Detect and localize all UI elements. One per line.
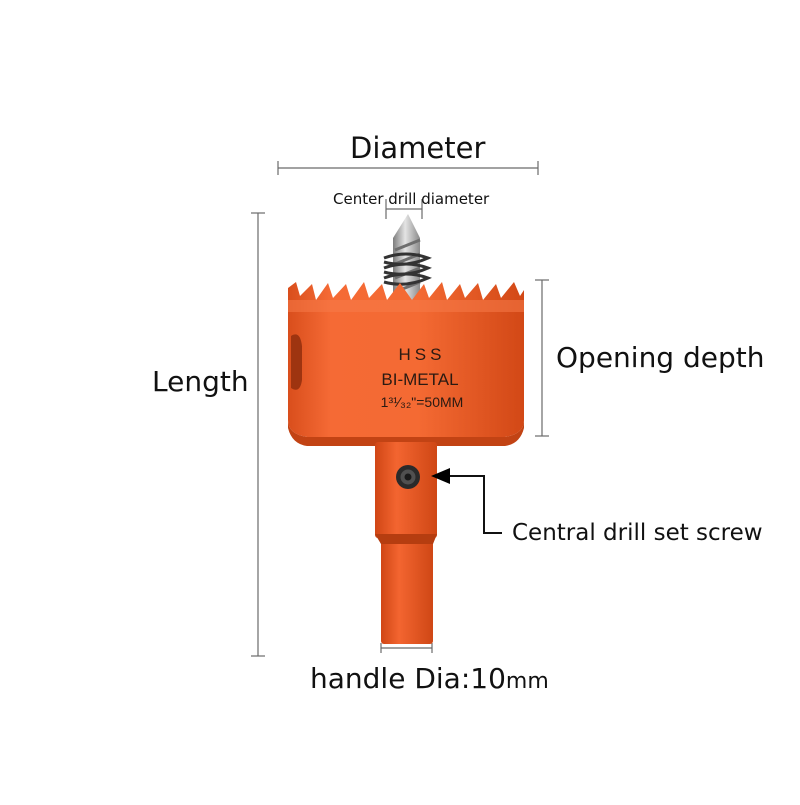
length-dimension: [251, 212, 265, 657]
center-drill-dimension: [385, 199, 423, 219]
length-label: Length: [152, 365, 249, 398]
handle-dia-dimension: [380, 643, 433, 653]
marking-size: 1³¹⁄₃₂"=50MM: [381, 394, 464, 410]
set-screw-callout: [431, 468, 502, 534]
spring: [383, 252, 432, 286]
set-screw-label: Central drill set screw: [512, 520, 763, 546]
center-drill-diameter-label: Center drill diameter: [333, 190, 490, 208]
diameter-label: Diameter: [350, 131, 486, 165]
shank: [375, 442, 437, 644]
marking-hss: HSS: [399, 345, 446, 364]
opening-depth-label: Opening depth: [556, 341, 765, 374]
handle-dia-label: handle Dia:10mm: [310, 665, 549, 693]
opening-depth-dimension: [535, 279, 549, 437]
pilot-drill-bit: [383, 214, 432, 300]
handle-dia-unit: mm: [505, 669, 549, 694]
saw-cup: [288, 282, 524, 446]
set-screw: [396, 465, 420, 489]
marking-bimetal: BI-METAL: [381, 370, 458, 389]
handle-dia-text: handle Dia:10: [310, 662, 506, 695]
diameter-dimension: [277, 161, 539, 175]
